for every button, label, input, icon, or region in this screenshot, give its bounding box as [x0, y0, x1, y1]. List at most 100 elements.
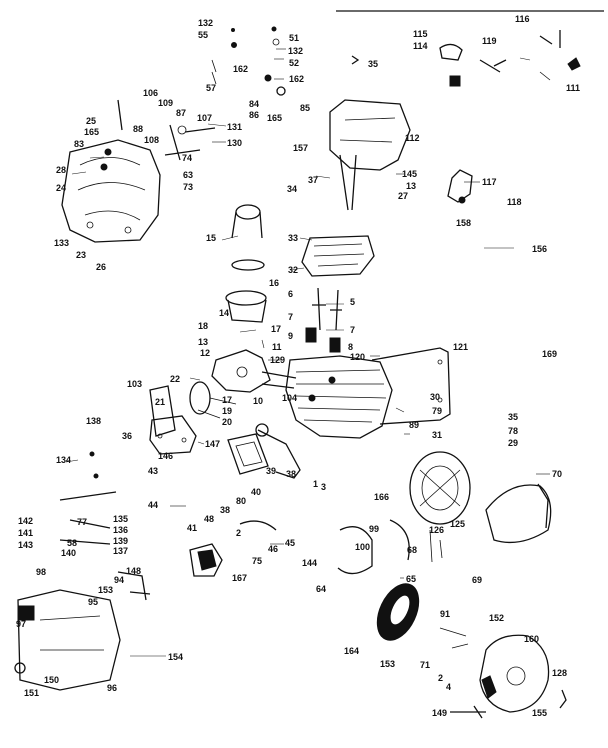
part-label-148: 148: [126, 566, 141, 576]
part-label-73: 73: [183, 182, 193, 192]
part-label-40: 40: [251, 487, 261, 497]
part-label-86: 86: [249, 110, 259, 120]
part-label-121: 121: [453, 342, 468, 352]
air-cleaner-body: [225, 290, 267, 306]
part-label-132: 132: [198, 18, 213, 28]
part-label-162: 162: [233, 64, 248, 74]
part-label-70: 70: [552, 469, 562, 479]
flywheel: [409, 451, 471, 525]
part-label-34: 34: [287, 184, 297, 194]
part-label-1: 1: [313, 479, 318, 489]
part-label-74: 74: [182, 153, 192, 163]
part-label-68: 68: [407, 545, 417, 555]
part-label-38: 38: [220, 505, 230, 515]
part-label-45: 45: [285, 538, 295, 548]
part-label-147: 147: [205, 439, 220, 449]
part-label-98: 98: [36, 567, 46, 577]
part-label-95: 95: [88, 597, 98, 607]
callout-labels: 132 55 51 132 52 162 35 57 162 84 86 165…: [16, 14, 580, 718]
part-label-96: 96: [107, 683, 117, 693]
part-label-51: 51: [289, 33, 299, 43]
part-label-32: 32: [288, 265, 298, 275]
part-label-164: 164: [344, 646, 359, 656]
part-label-136: 136: [113, 525, 128, 535]
part-label-38: 38: [286, 469, 296, 479]
connecting-rod: [257, 429, 301, 479]
part-label-33: 33: [288, 233, 298, 243]
part-label-21: 21: [155, 397, 165, 407]
lower-housing: [17, 589, 121, 691]
part-label-109: 109: [158, 98, 173, 108]
part-label-41: 41: [187, 523, 197, 533]
fuel-tank: [329, 99, 411, 171]
muffler-hose: [337, 526, 373, 575]
part-label-129: 129: [270, 355, 285, 365]
part-label-55: 55: [198, 30, 208, 40]
ignition-coil: [189, 543, 223, 577]
part-label-117: 117: [482, 177, 497, 187]
part-label-10: 10: [253, 396, 263, 406]
part-label-5: 5: [350, 297, 355, 307]
part-label-35: 35: [368, 59, 378, 69]
leader-lines: [65, 48, 550, 713]
part-label-142: 142: [18, 516, 33, 526]
part-label-13: 13: [406, 181, 416, 191]
part-label-20: 20: [222, 417, 232, 427]
part-label-108: 108: [144, 135, 159, 145]
part-label-126: 126: [429, 525, 444, 535]
part-drawings: [14, 10, 604, 719]
part-label-132: 132: [288, 46, 303, 56]
part-label-77: 77: [77, 517, 87, 527]
part-label-149: 149: [432, 708, 447, 718]
part-label-156: 156: [532, 244, 547, 254]
part-label-83: 83: [74, 139, 84, 149]
part-label-166: 166: [374, 492, 389, 502]
engine-block: [285, 355, 393, 439]
part-label-36: 36: [122, 431, 132, 441]
part-label-85: 85: [300, 103, 310, 113]
part-label-29: 29: [508, 438, 518, 448]
part-label-11: 11: [272, 342, 282, 352]
gasket: [227, 433, 269, 475]
part-label-134: 134: [56, 455, 71, 465]
part-label-91: 91: [440, 609, 450, 619]
fuel-cap: [439, 43, 463, 61]
part-label-167: 167: [232, 573, 247, 583]
part-label-35: 35: [508, 412, 518, 422]
part-label-135: 135: [113, 514, 128, 524]
part-label-27: 27: [398, 191, 408, 201]
starter-cup: [485, 484, 552, 544]
part-label-44: 44: [148, 500, 158, 510]
part-label-115: 115: [413, 29, 428, 39]
part-label-165: 165: [267, 113, 282, 123]
part-label-89: 89: [409, 420, 419, 430]
air-filter-element: [235, 204, 261, 220]
part-label-13: 13: [198, 337, 208, 347]
part-label-30: 30: [430, 392, 440, 402]
pulley: [189, 381, 211, 415]
part-label-43: 43: [148, 466, 158, 476]
part-label-99: 99: [369, 524, 379, 534]
part-label-46: 46: [268, 544, 278, 554]
part-label-52: 52: [289, 58, 299, 68]
part-label-141: 141: [18, 528, 33, 538]
cylinder-head: [301, 235, 375, 277]
part-label-143: 143: [18, 540, 33, 550]
linkage-arm: [117, 99, 216, 161]
part-label-116: 116: [515, 14, 530, 24]
part-label-111: 111: [566, 83, 580, 93]
part-label-16: 16: [269, 278, 279, 288]
governor-plate: [149, 385, 176, 437]
part-label-152: 152: [489, 613, 504, 623]
carburetor: [211, 349, 271, 393]
part-label-75: 75: [252, 556, 262, 566]
recoil-starter: [479, 634, 550, 713]
part-label-15: 15: [206, 233, 216, 243]
part-label-153: 153: [380, 659, 395, 669]
part-label-31: 31: [432, 430, 442, 440]
part-label-78: 78: [508, 426, 518, 436]
part-label-7: 7: [350, 325, 355, 335]
part-label-103: 103: [127, 379, 142, 389]
part-label-137: 137: [113, 546, 128, 556]
part-label-112: 112: [405, 133, 420, 143]
